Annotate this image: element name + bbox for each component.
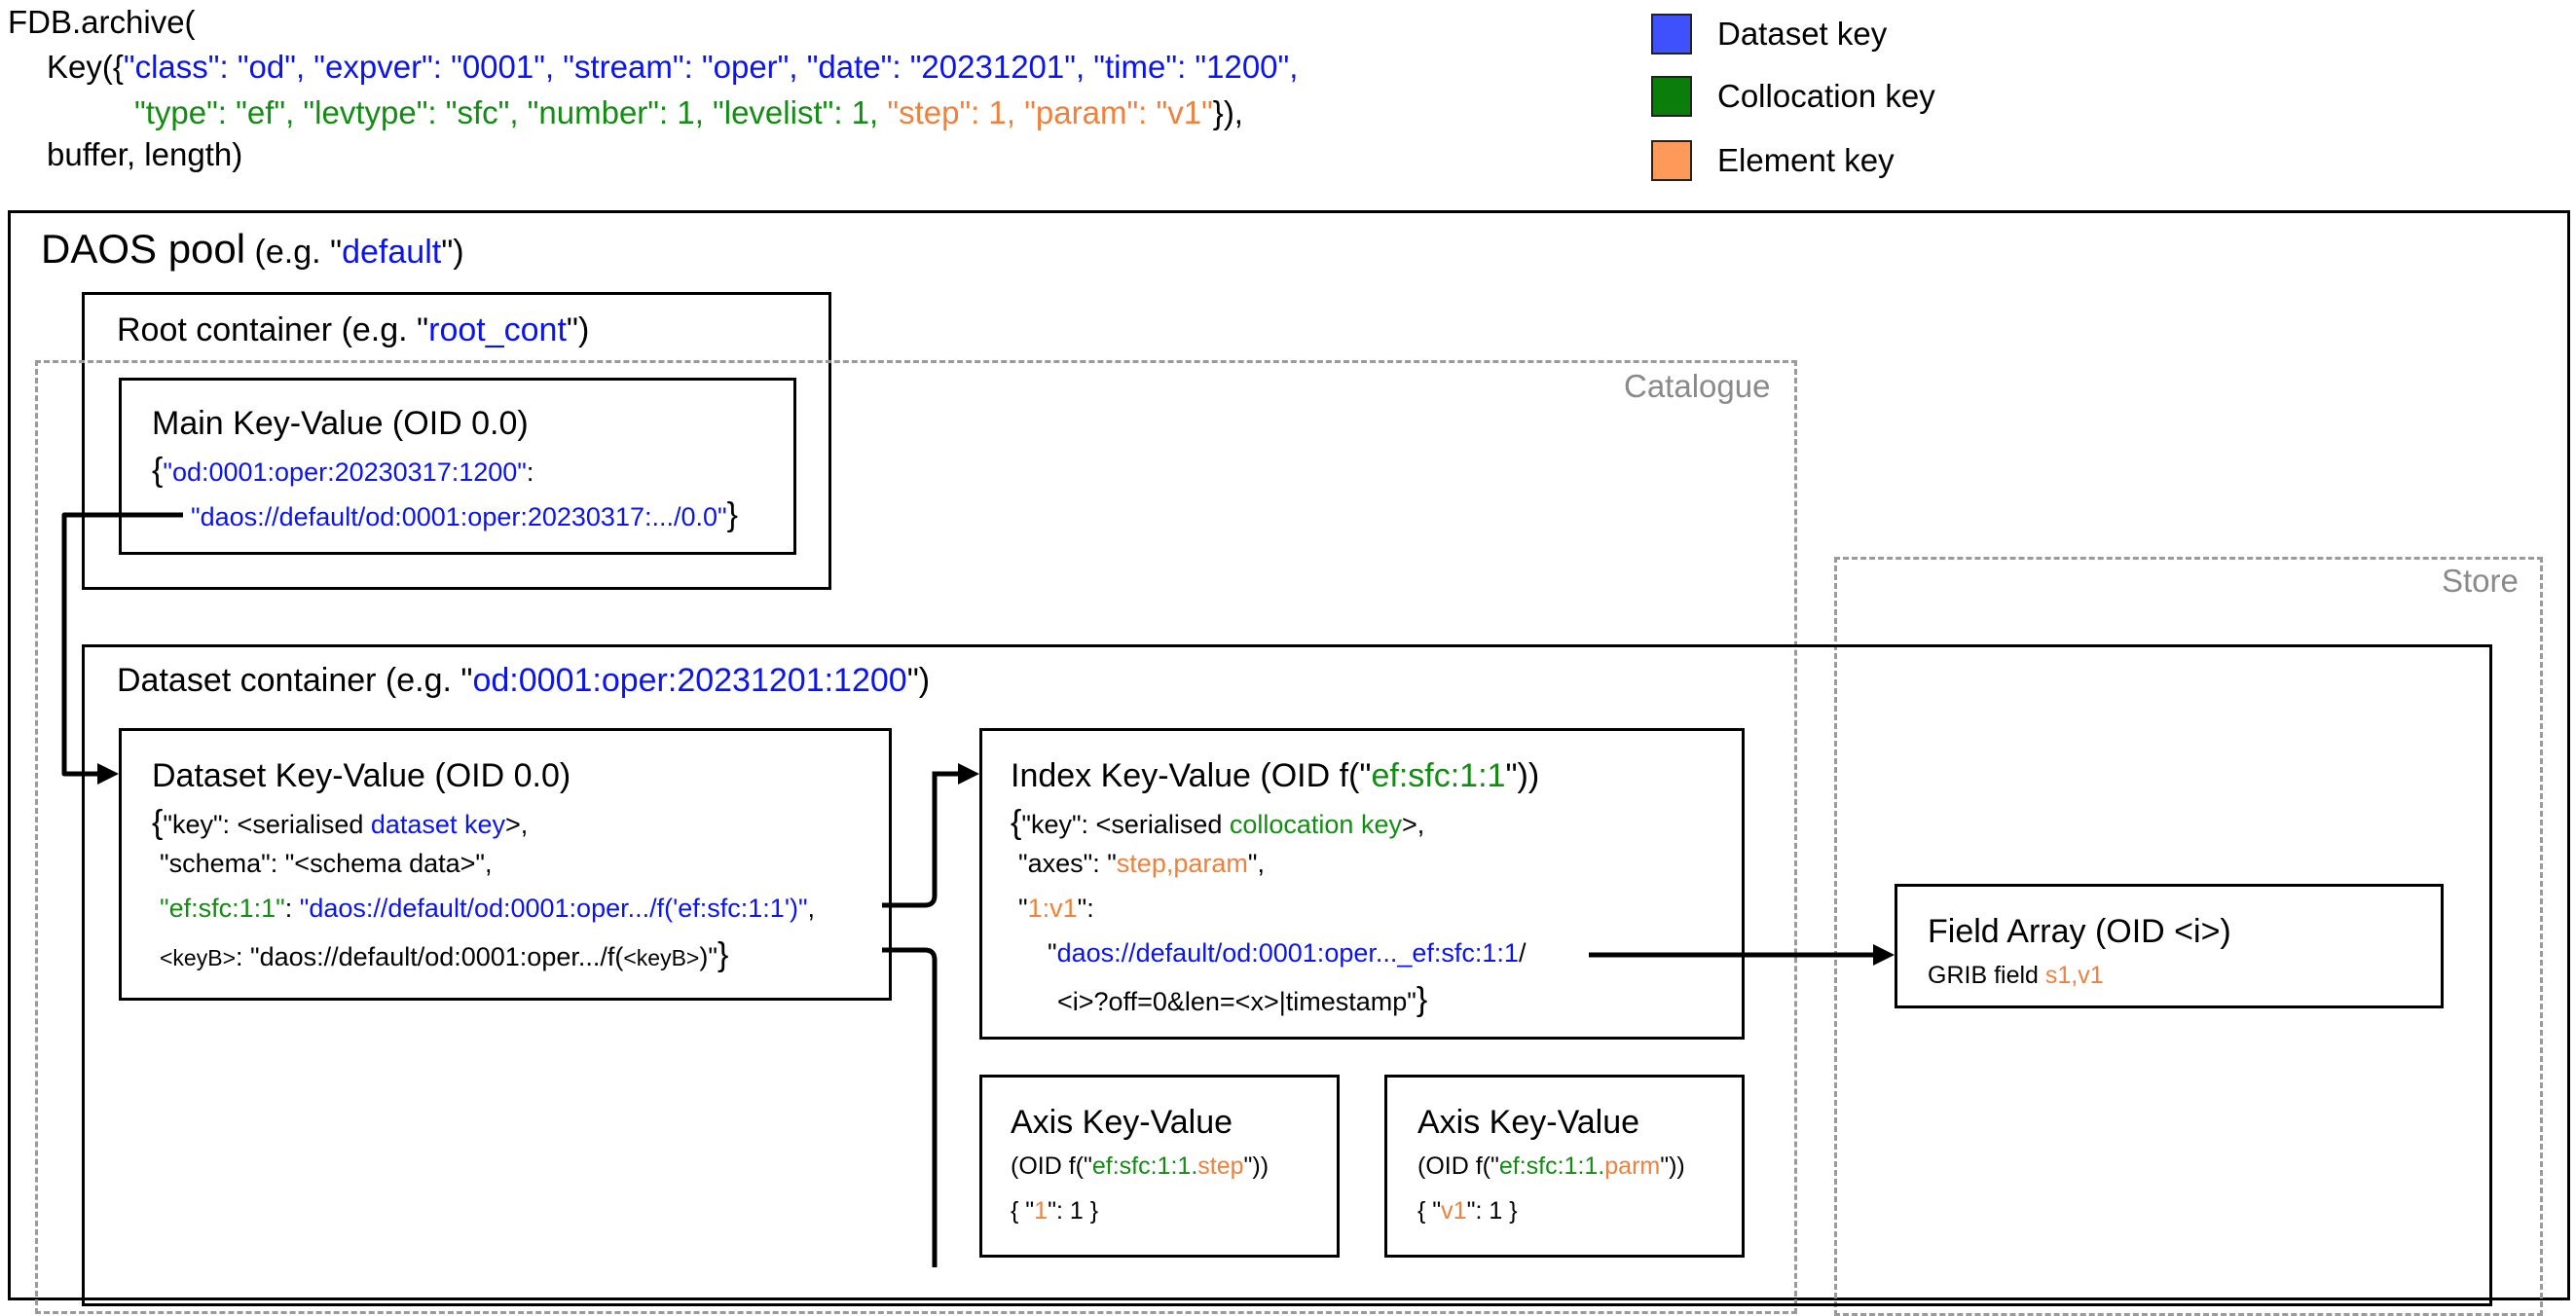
index-kv-line4: "daos://default/od:0001:oper..._ef:sfc:1… (1048, 938, 1527, 968)
axis-kv-param-oid: (OID f("ef:sfc:1:1.parm")) (1417, 1152, 1685, 1180)
index-kv-line3: "1:v1": (1018, 894, 1094, 923)
axis-kv-step-oid: (OID f("ef:sfc:1:1.step")) (1011, 1152, 1270, 1180)
field-array-box (1895, 884, 2444, 1008)
catalogue-label: Catalogue (1624, 368, 1771, 404)
line-keyb-continuation (882, 947, 938, 1267)
dataset-container-title: Dataset container (e.g. "od:0001:oper:20… (117, 662, 931, 699)
root-container-box (82, 292, 831, 590)
main-kv-line2: "daos://default/od:0001:oper:20230317:..… (191, 496, 738, 533)
dataset-kv-line1: {"key": <serialised dataset key>, (152, 804, 529, 841)
daos-pool-title: DAOS pool (e.g. "default") (41, 226, 464, 272)
arrow-main-to-dataset-kv (61, 512, 183, 777)
main-kv-box (119, 378, 796, 555)
index-kv-line5: <i>?off=0&len=<x>|timestamp"} (1057, 981, 1428, 1018)
field-array-text: GRIB field s1,v1 (1928, 962, 2104, 989)
main-kv-line1: {"od:0001:oper:20230317:1200": (152, 452, 534, 489)
dataset-kv-title: Dataset Key-Value (OID 0.0) (152, 757, 571, 794)
legend-label-element: Element key (1717, 142, 1895, 178)
dataset-kv-line3: "ef:sfc:1:1": "daos://default/od:0001:op… (160, 894, 816, 923)
arrow-main-to-dataset-kv-head (97, 763, 119, 785)
root-container-title: Root container (e.g. "root_cont") (117, 311, 590, 348)
axis-kv-step-content: { "1": 1 } (1011, 1197, 1099, 1225)
axis-kv-param-content: { "v1": 1 } (1417, 1197, 1518, 1225)
dataset-kv-line4: <keyB>: "daos://default/od:0001:oper.../… (160, 936, 729, 973)
legend-swatch-collocation (1651, 76, 1692, 117)
dataset-kv-box (119, 728, 892, 1001)
legend-label-collocation: Collocation key (1717, 78, 1935, 114)
axis-kv-param-box (1384, 1075, 1745, 1258)
archive-call-line4: buffer, length) (47, 136, 243, 172)
index-kv-box (979, 728, 1745, 1040)
archive-call-line3: "type": "ef", "levtype": "sfc", "number"… (134, 94, 1243, 130)
field-array-title: Field Array (OID <i>) (1928, 913, 2231, 950)
index-kv-line2: "axes": "step,param", (1018, 849, 1265, 878)
main-kv-title: Main Key-Value (OID 0.0) (152, 405, 529, 442)
axis-kv-step-title: Axis Key-Value (1011, 1104, 1233, 1141)
store-label: Store (2442, 563, 2519, 599)
dataset-kv-line2: "schema": "<schema data>", (160, 849, 493, 878)
connector-arrows (61, 512, 1895, 1267)
axis-kv-step-box (979, 1075, 1340, 1258)
legend-swatch-element (1651, 140, 1692, 181)
arrow-dataset-to-index-kv-head (958, 763, 979, 785)
archive-call-line2: Key({"class": "od", "expver": "0001", "s… (47, 49, 1299, 85)
archive-call-line1: FDB.archive( (8, 4, 196, 40)
arrow-index-to-field-array-head (1873, 944, 1895, 966)
index-kv-title: Index Key-Value (OID f("ef:sfc:1:1")) (1011, 757, 1540, 794)
axis-kv-param-title: Axis Key-Value (1417, 1104, 1640, 1141)
legend-label-dataset: Dataset key (1717, 16, 1888, 52)
legend-swatch-dataset (1651, 14, 1692, 55)
index-kv-line1: {"key": <serialised collocation key>, (1011, 804, 1425, 841)
arrow-dataset-to-index-kv (882, 771, 968, 908)
